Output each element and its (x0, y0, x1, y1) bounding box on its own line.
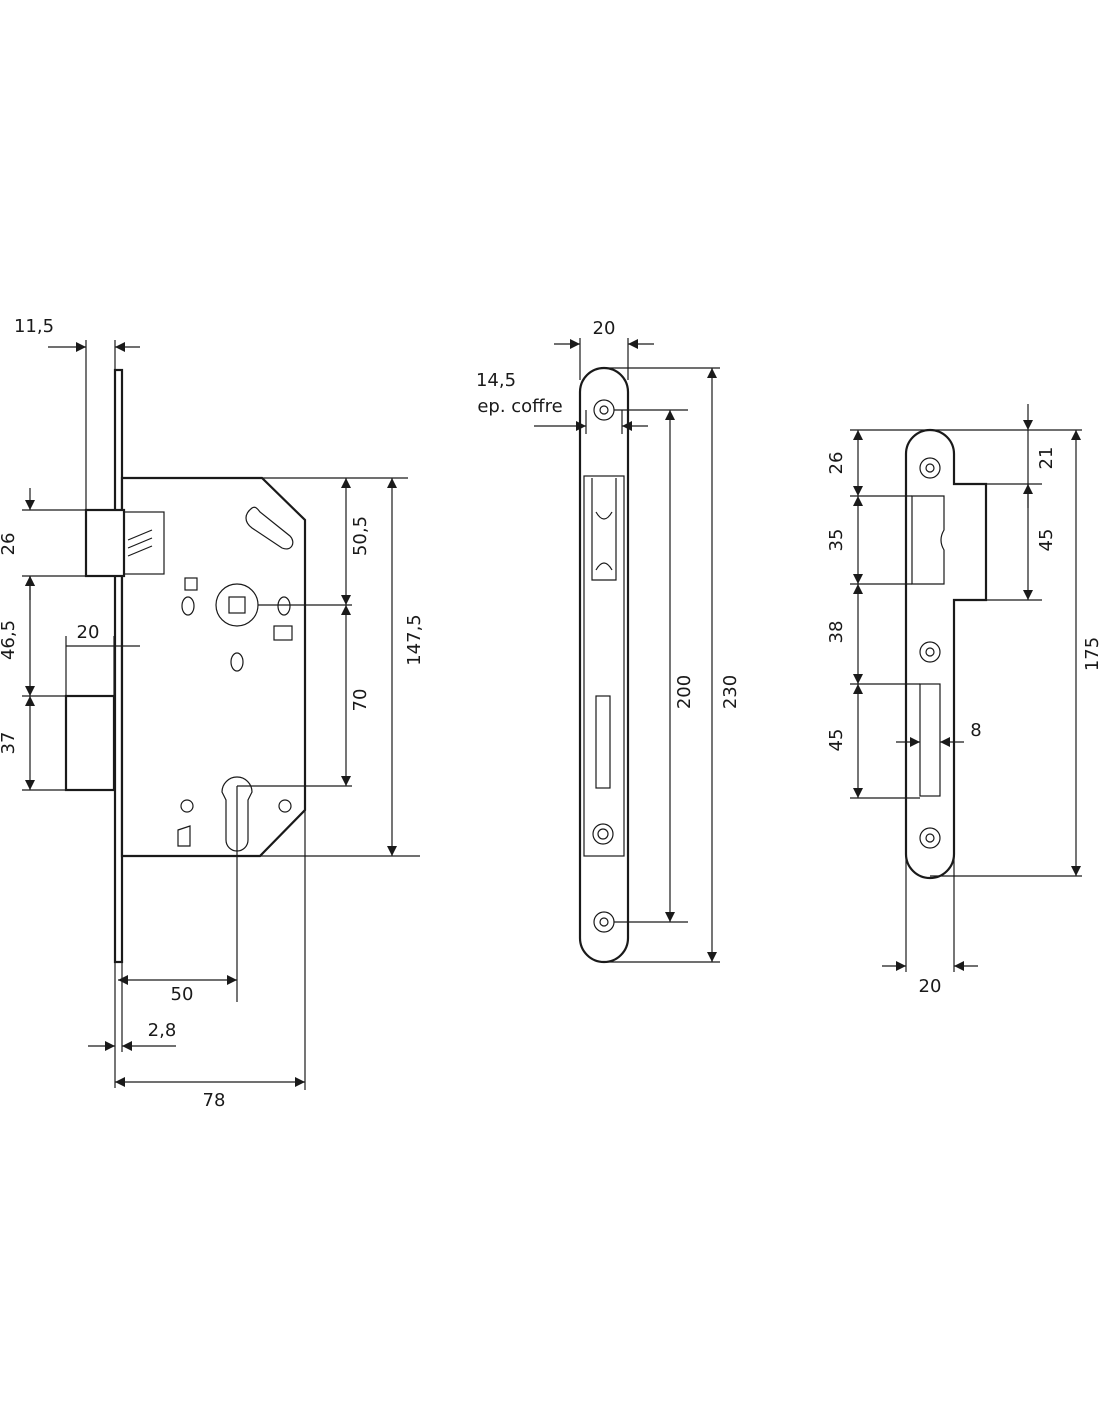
cylinder-cutout (221, 776, 253, 852)
dim-bolt-height: 37 (0, 696, 66, 791)
case-lug (184, 577, 198, 591)
dim-label: 46,5 (0, 620, 19, 660)
dim-label: ep. coffre (477, 396, 562, 417)
dim-label: 147,5 (404, 614, 425, 666)
dim-latch-height: 26 (0, 488, 86, 600)
case-hole (230, 652, 244, 672)
dim-label: 175 (1082, 637, 1100, 671)
dim-backset-plate: 11,5 (14, 316, 140, 510)
case-hole (181, 596, 195, 616)
dim-screw-spacing: 200 (614, 409, 695, 923)
case-slot (245, 506, 294, 550)
faceplate-view: 20 14,5 ep. coffre 200 230 (476, 318, 741, 964)
face-recess (583, 475, 625, 857)
dim-face-width: 20 (554, 318, 654, 380)
screw-hole (919, 457, 941, 479)
dim-strike-left: 26 35 38 45 (826, 429, 930, 799)
dead-bolt (64, 694, 116, 792)
lock-body-view: 11,5 26 46,5 20 37 (0, 316, 425, 1111)
case-hole (278, 799, 292, 813)
dim-plate-thickness: 2,8 (88, 962, 176, 1088)
latch-housing (123, 511, 165, 575)
dim-label: 70 (350, 689, 371, 712)
dim-label: 38 (826, 621, 847, 644)
dim-latch-to-bolt: 46,5 (0, 576, 66, 697)
dim-vertical-case: 50,5 70 147,5 (237, 477, 425, 857)
dim-label: 21 (1036, 447, 1057, 470)
case-hole (180, 799, 194, 813)
screw-hole (919, 641, 941, 663)
latch-bolt (84, 508, 126, 578)
strike-outline (904, 428, 988, 880)
bolt-opening (595, 695, 611, 789)
dim-label: 11,5 (14, 316, 54, 337)
dim-label: 35 (826, 529, 847, 552)
dim-backset: 50 (118, 786, 238, 1005)
dim-label: 20 (919, 976, 942, 997)
dim-label: 45 (1036, 529, 1057, 552)
dim-strike-width: 20 (882, 854, 978, 997)
dim-bolt-depth: 20 (65, 622, 140, 696)
dim-label: 20 (77, 622, 100, 643)
screw-hole (592, 823, 614, 845)
case-hole (277, 596, 291, 616)
case-lug (273, 625, 293, 641)
dim-label: 230 (720, 675, 741, 709)
latch-opening (591, 478, 617, 581)
dim-label: 78 (203, 1090, 226, 1111)
lock-case (120, 476, 307, 858)
dim-label: 50,5 (350, 516, 371, 556)
dim-label: 26 (0, 533, 19, 556)
strike-latch-opening (911, 495, 945, 585)
dim-label: 2,8 (148, 1020, 177, 1041)
dim-face-length: 230 (604, 367, 741, 963)
spindle-square-icon (228, 596, 246, 614)
case-lug (177, 825, 191, 847)
dim-case-depth: 78 (115, 810, 306, 1111)
dim-label: 20 (593, 318, 616, 339)
dim-label: 8 (970, 720, 981, 741)
dim-label: 37 (0, 732, 19, 755)
dim-label: 14,5 (476, 370, 516, 391)
strike-plate-view: 26 35 38 45 21 45 175 8 (826, 404, 1100, 997)
dim-label: 50 (171, 984, 194, 1005)
dim-label: 26 (826, 452, 847, 475)
dim-bolt-opening-width: 8 (896, 720, 982, 747)
screw-hole (919, 827, 941, 849)
dim-label: 200 (674, 675, 695, 709)
faceplate-outline (578, 366, 630, 964)
dim-case-thickness: 14,5 ep. coffre (476, 370, 648, 434)
dim-strike-lip: 21 45 (930, 404, 1082, 601)
dim-strike-length: 175 (930, 430, 1100, 877)
dim-label: 45 (826, 729, 847, 752)
